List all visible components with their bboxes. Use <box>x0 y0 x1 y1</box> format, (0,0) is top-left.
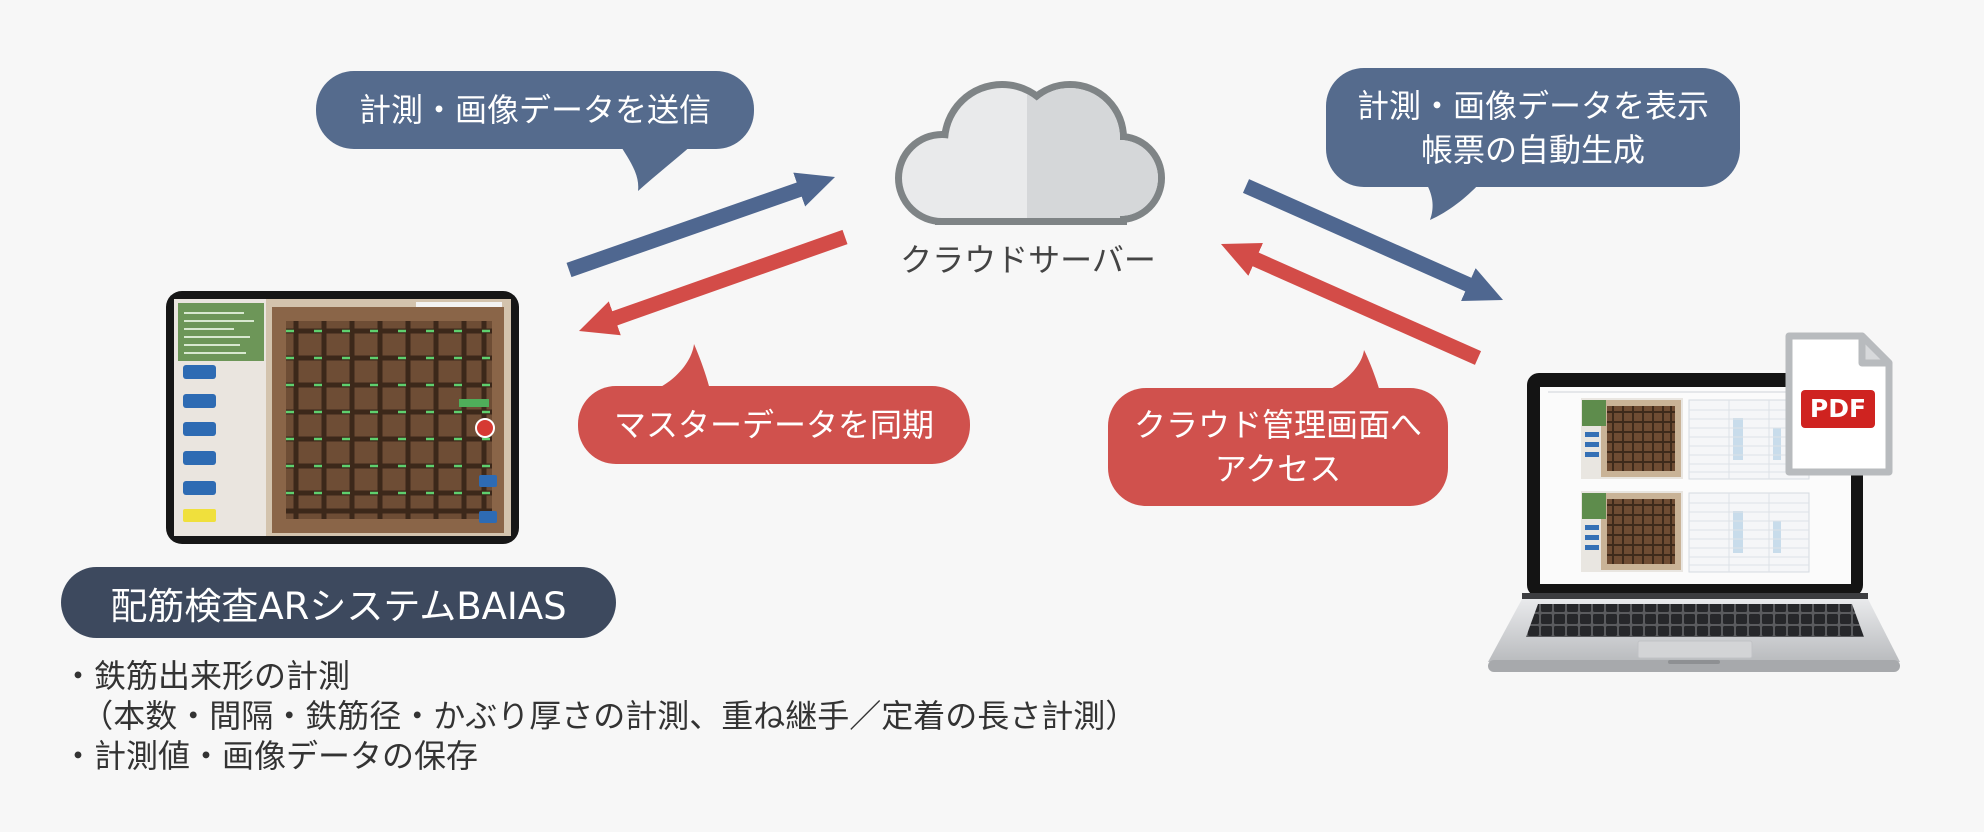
cloud-access-line-2: アクセス <box>1214 450 1342 488</box>
feature-item-detail: （本数・間隔・鉄筋径・かぶり厚さの計測、重ね継手／定着の長さ計測） <box>81 697 1138 735</box>
bubble-tail <box>1426 183 1480 220</box>
laptop-icon <box>1488 373 1900 672</box>
display-report-line-1: 計測・画像データを表示 <box>1356 86 1709 125</box>
arrow-cloud-to-laptop-icon <box>1242 179 1504 302</box>
tablet-icon <box>166 291 519 544</box>
feature-item: ・計測値・画像データの保存 <box>62 737 479 775</box>
cloud-server-label: クラウドサーバー <box>900 241 1156 279</box>
pdf-label: PDF <box>1801 390 1875 428</box>
display-report-bubble: 計測・画像データを表示 帳票の自動生成 <box>1326 68 1740 220</box>
sync-master-text: マスターデータを同期 <box>613 406 934 444</box>
trackpad <box>1637 640 1753 659</box>
arrow-tablet-to-cloud-icon <box>566 172 836 278</box>
send-data-bubble: 計測・画像データを送信 <box>316 71 754 191</box>
laptop-screen-report <box>1548 391 1843 573</box>
display-report-line-2: 帳票の自動生成 <box>1420 130 1645 169</box>
pdf-file-icon: PDF <box>1784 331 1894 477</box>
bubble-tail <box>654 344 710 390</box>
tablet-screen-photo <box>174 299 511 536</box>
cloud-access-bubble: クラウド管理画面へ アクセス <box>1108 350 1448 506</box>
feature-item: ・鉄筋出来形の計測 <box>62 657 351 695</box>
sync-master-bubble: マスターデータを同期 <box>578 344 970 464</box>
bubble-tail <box>1324 350 1380 392</box>
system-name-badge: 配筋検査ARシステムBAIAS <box>61 567 616 638</box>
keyboard <box>1526 604 1864 637</box>
arrow-cloud-to-tablet-icon <box>579 229 848 336</box>
cloud-icon <box>895 81 1165 225</box>
feature-list: ・鉄筋出来形の計測 （本数・間隔・鉄筋径・かぶり厚さの計測、重ね継手／定着の長さ… <box>62 656 1137 776</box>
cloud-access-line-1: クラウド管理画面へ <box>1133 406 1422 444</box>
bubble-tail <box>620 145 692 191</box>
send-data-text: 計測・画像データを送信 <box>358 91 711 129</box>
arrow-laptop-to-cloud-icon <box>1220 242 1482 365</box>
